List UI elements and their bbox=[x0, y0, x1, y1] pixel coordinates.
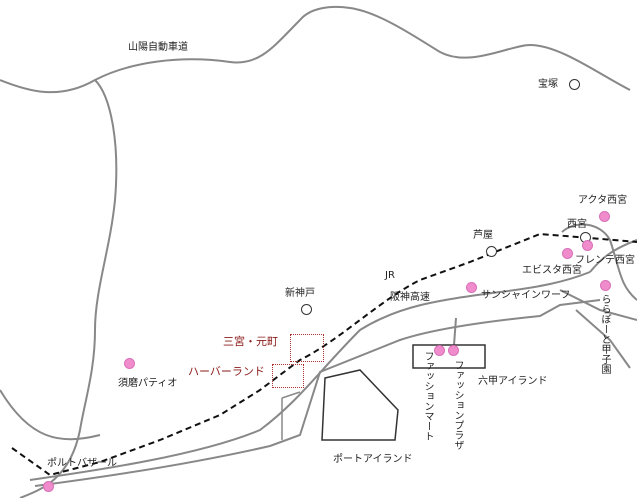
ashiya-label: 芦屋 bbox=[473, 230, 493, 241]
fashion-mart-marker[interactable] bbox=[434, 345, 445, 356]
harborland-zone bbox=[272, 364, 304, 388]
jr-label: JR bbox=[385, 270, 395, 281]
acta-nishinomiya-marker[interactable] bbox=[599, 211, 610, 222]
frente-nishinomiya-marker[interactable] bbox=[582, 240, 593, 251]
bridge-route bbox=[453, 317, 457, 346]
nishinomiya-label: 西宮 bbox=[567, 219, 587, 230]
sanyo-expressway-route bbox=[94, 5, 631, 91]
harborland-label: ハーバーランド bbox=[188, 365, 265, 378]
fashion-mart-label: ファッションマート bbox=[422, 351, 433, 441]
sunshine-wharf-label: サンシャインワーフ bbox=[481, 290, 571, 301]
ashiya-station-icon bbox=[486, 246, 497, 257]
epista-nishinomiya-marker[interactable] bbox=[562, 248, 573, 259]
port-island-label: ポートアイランド bbox=[333, 454, 413, 465]
suma-patio-label: 須磨パティオ bbox=[118, 378, 178, 389]
port-island bbox=[321, 369, 399, 441]
sanyo-expressway-label: 山陽自動車道 bbox=[128, 42, 188, 53]
rokko-island bbox=[412, 344, 486, 369]
lalaport-koshien-marker[interactable] bbox=[600, 280, 611, 291]
porto-bazar-label: ポルトバザール bbox=[47, 458, 117, 469]
suma-patio-marker[interactable] bbox=[124, 358, 135, 369]
fashion-plaza-marker[interactable] bbox=[448, 345, 459, 356]
takarazuka-label: 宝塚 bbox=[538, 79, 558, 90]
coastal-highway-route bbox=[34, 299, 601, 487]
takarazuka-station-icon bbox=[569, 79, 580, 90]
sannomiya-motomachi-label: 三宮・元町 bbox=[223, 335, 278, 348]
hanshin-expressway-label: 阪神高速 bbox=[390, 292, 430, 303]
coastal-road bbox=[0, 389, 101, 441]
sannomiya-motomachi-zone bbox=[290, 334, 324, 362]
acta-nishinomiya-label: アクタ西宮 bbox=[578, 195, 628, 206]
shinkobe-station-icon bbox=[301, 304, 312, 315]
frente-nishinomiya-label: フレンテ西宮 bbox=[575, 255, 635, 266]
rokko-island-label: 六甲アイランド bbox=[478, 376, 548, 387]
fashion-plaza-label: ファッションプラザ bbox=[452, 360, 463, 450]
lalaport-koshien-label: ららぽーと甲子園 bbox=[599, 294, 610, 374]
sunshine-wharf-marker[interactable] bbox=[466, 282, 477, 293]
route-nishinomiya bbox=[561, 223, 637, 301]
epista-nishinomiya-label: エビスタ西宮 bbox=[522, 265, 582, 276]
route-east-branch bbox=[589, 239, 637, 273]
route-lalaport bbox=[575, 309, 631, 369]
west-expressway-route bbox=[0, 78, 118, 498]
jr-line bbox=[11, 232, 637, 477]
harbor-pier bbox=[281, 391, 301, 440]
route-east-coastal bbox=[559, 289, 637, 321]
porto-bazar-marker[interactable] bbox=[43, 481, 54, 492]
shinkobe-label: 新神戸 bbox=[285, 288, 315, 299]
hanshin-expressway-route bbox=[29, 271, 591, 481]
